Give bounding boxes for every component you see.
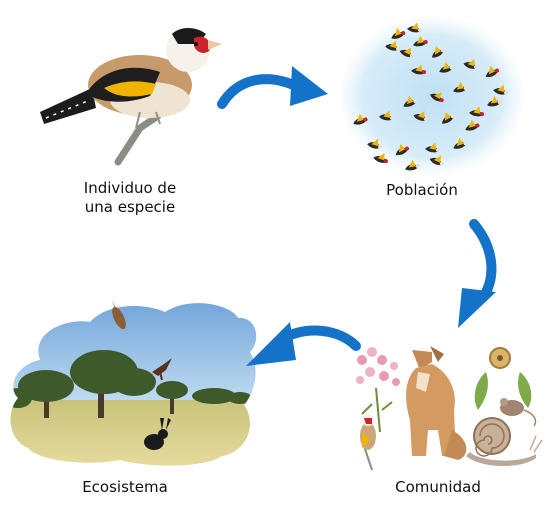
rabbit-icon (144, 418, 171, 450)
arrow-individual-to-population (217, 66, 328, 109)
label-individual-line-2: una especie (84, 198, 176, 216)
snail-icon (466, 417, 543, 467)
flock-bird-icon (425, 142, 441, 153)
raptor-icon (112, 300, 128, 332)
goldfinch-illustration (40, 28, 222, 166)
mouse-icon (500, 398, 537, 427)
flock-bird-icon (391, 27, 406, 39)
arrow-population-to-community (458, 219, 497, 328)
flock-bird-icon (441, 112, 455, 124)
flock-bird-icon (379, 110, 395, 121)
flock-bird-icon (399, 47, 414, 58)
flock-bird-icon (405, 159, 420, 171)
flock-bird-icon (367, 138, 383, 149)
flock-bird-icon (395, 143, 410, 156)
flock-bird-icon (413, 35, 428, 47)
flock-bird-icon (385, 40, 401, 51)
label-population: Población (362, 181, 482, 200)
flock-bird-icon (453, 137, 468, 149)
flock-bird-icon (469, 106, 485, 117)
flock-bird-icon (411, 64, 427, 75)
flock-bird-icon (373, 153, 388, 164)
label-ecosystem-line-1: Ecosistema (82, 478, 168, 496)
flock-bird-icon (413, 111, 428, 122)
flock-bird-icon (485, 65, 500, 78)
flower-icon (356, 347, 400, 433)
label-individual-line-1: Individuo de (83, 179, 177, 197)
flock-bird-icon (487, 95, 502, 107)
flock-bird-icon (465, 119, 480, 131)
flock-bird-icon (463, 59, 478, 70)
label-community-line-1: Comunidad (395, 478, 481, 496)
label-ecosystem: Ecosistema (60, 478, 190, 497)
goldfinch-small-icon (360, 414, 376, 471)
population-flock (340, 16, 524, 176)
flock-bird-icon (453, 81, 468, 93)
flock-bird-icon (439, 61, 454, 73)
label-community: Comunidad (378, 478, 498, 497)
flock-bird-icon (353, 113, 368, 125)
flock-bird-icon (403, 95, 418, 107)
branch-icon (114, 112, 162, 166)
label-individual: Individuo de una especie (60, 179, 200, 217)
fox-icon (406, 346, 467, 460)
flock-bird-icon (431, 46, 445, 58)
label-population-line-1: Población (386, 181, 458, 199)
flock-bird-icon (407, 22, 423, 33)
arrow-community-to-ecosystem (246, 322, 361, 366)
flock-bird-icon (429, 92, 444, 103)
flock-bird-icon (429, 155, 444, 166)
bird-icon (152, 358, 172, 381)
community-illustration (356, 346, 543, 471)
ecosystem-illustration (10, 300, 257, 466)
plant-icon (474, 347, 532, 410)
flock-bird-icon (493, 84, 509, 95)
